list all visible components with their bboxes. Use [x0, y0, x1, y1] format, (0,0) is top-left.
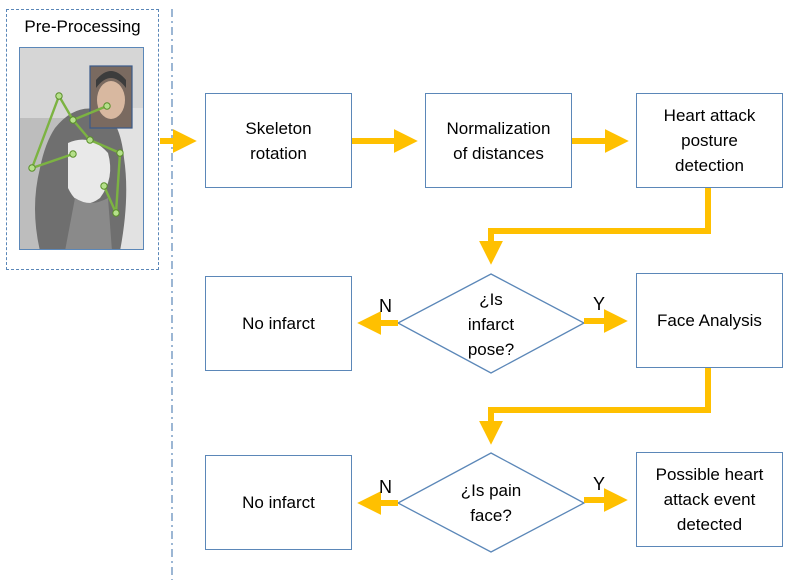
- face-analysis-box: Face Analysis: [636, 273, 783, 368]
- branch-no-label-1: N: [379, 296, 392, 316]
- skeleton-illustration: [20, 48, 143, 249]
- pre-processing-title: Pre-Processing: [24, 17, 141, 36]
- posture-detection-box: Heart attack posture detection: [636, 93, 783, 188]
- skeleton-rotation-label: Skeleton rotation: [245, 118, 312, 163]
- arrow-face-to-decision: [479, 368, 711, 445]
- decision-diamond-pain: [396, 452, 586, 553]
- branch-no-label-2: N: [379, 477, 392, 497]
- no-infarct-box-2: No infarct: [205, 455, 352, 550]
- decision-pain-face-text: ¿Is pain face?: [460, 481, 522, 525]
- no-infarct-box-1: No infarct: [205, 276, 352, 371]
- decision-infarct-pose-text: ¿Is infarct pose?: [467, 289, 515, 359]
- normalization-label: Normalization of distances: [446, 118, 551, 163]
- normalization-box: Normalization of distances: [425, 93, 572, 188]
- skeleton-photo: [19, 47, 144, 250]
- posture-detection-label: Heart attack posture detection: [663, 106, 756, 175]
- skeleton-rotation-box: Skeleton rotation: [205, 93, 352, 188]
- face-analysis-label: Face Analysis: [657, 311, 762, 330]
- branch-yes-label-1: Y: [593, 294, 606, 314]
- pre-processing-panel: [6, 9, 159, 270]
- arrow-posture-to-decision: [479, 188, 711, 265]
- event-detected-box: Possible heart attack event detected: [636, 452, 783, 547]
- event-detected-label: Possible heart attack event detected: [655, 465, 764, 534]
- branch-yes-label-2: Y: [593, 474, 606, 494]
- no-infarct-label-2: No infarct: [242, 493, 315, 512]
- no-infarct-label-1: No infarct: [242, 314, 315, 333]
- decision-diamond-pose: [396, 273, 586, 374]
